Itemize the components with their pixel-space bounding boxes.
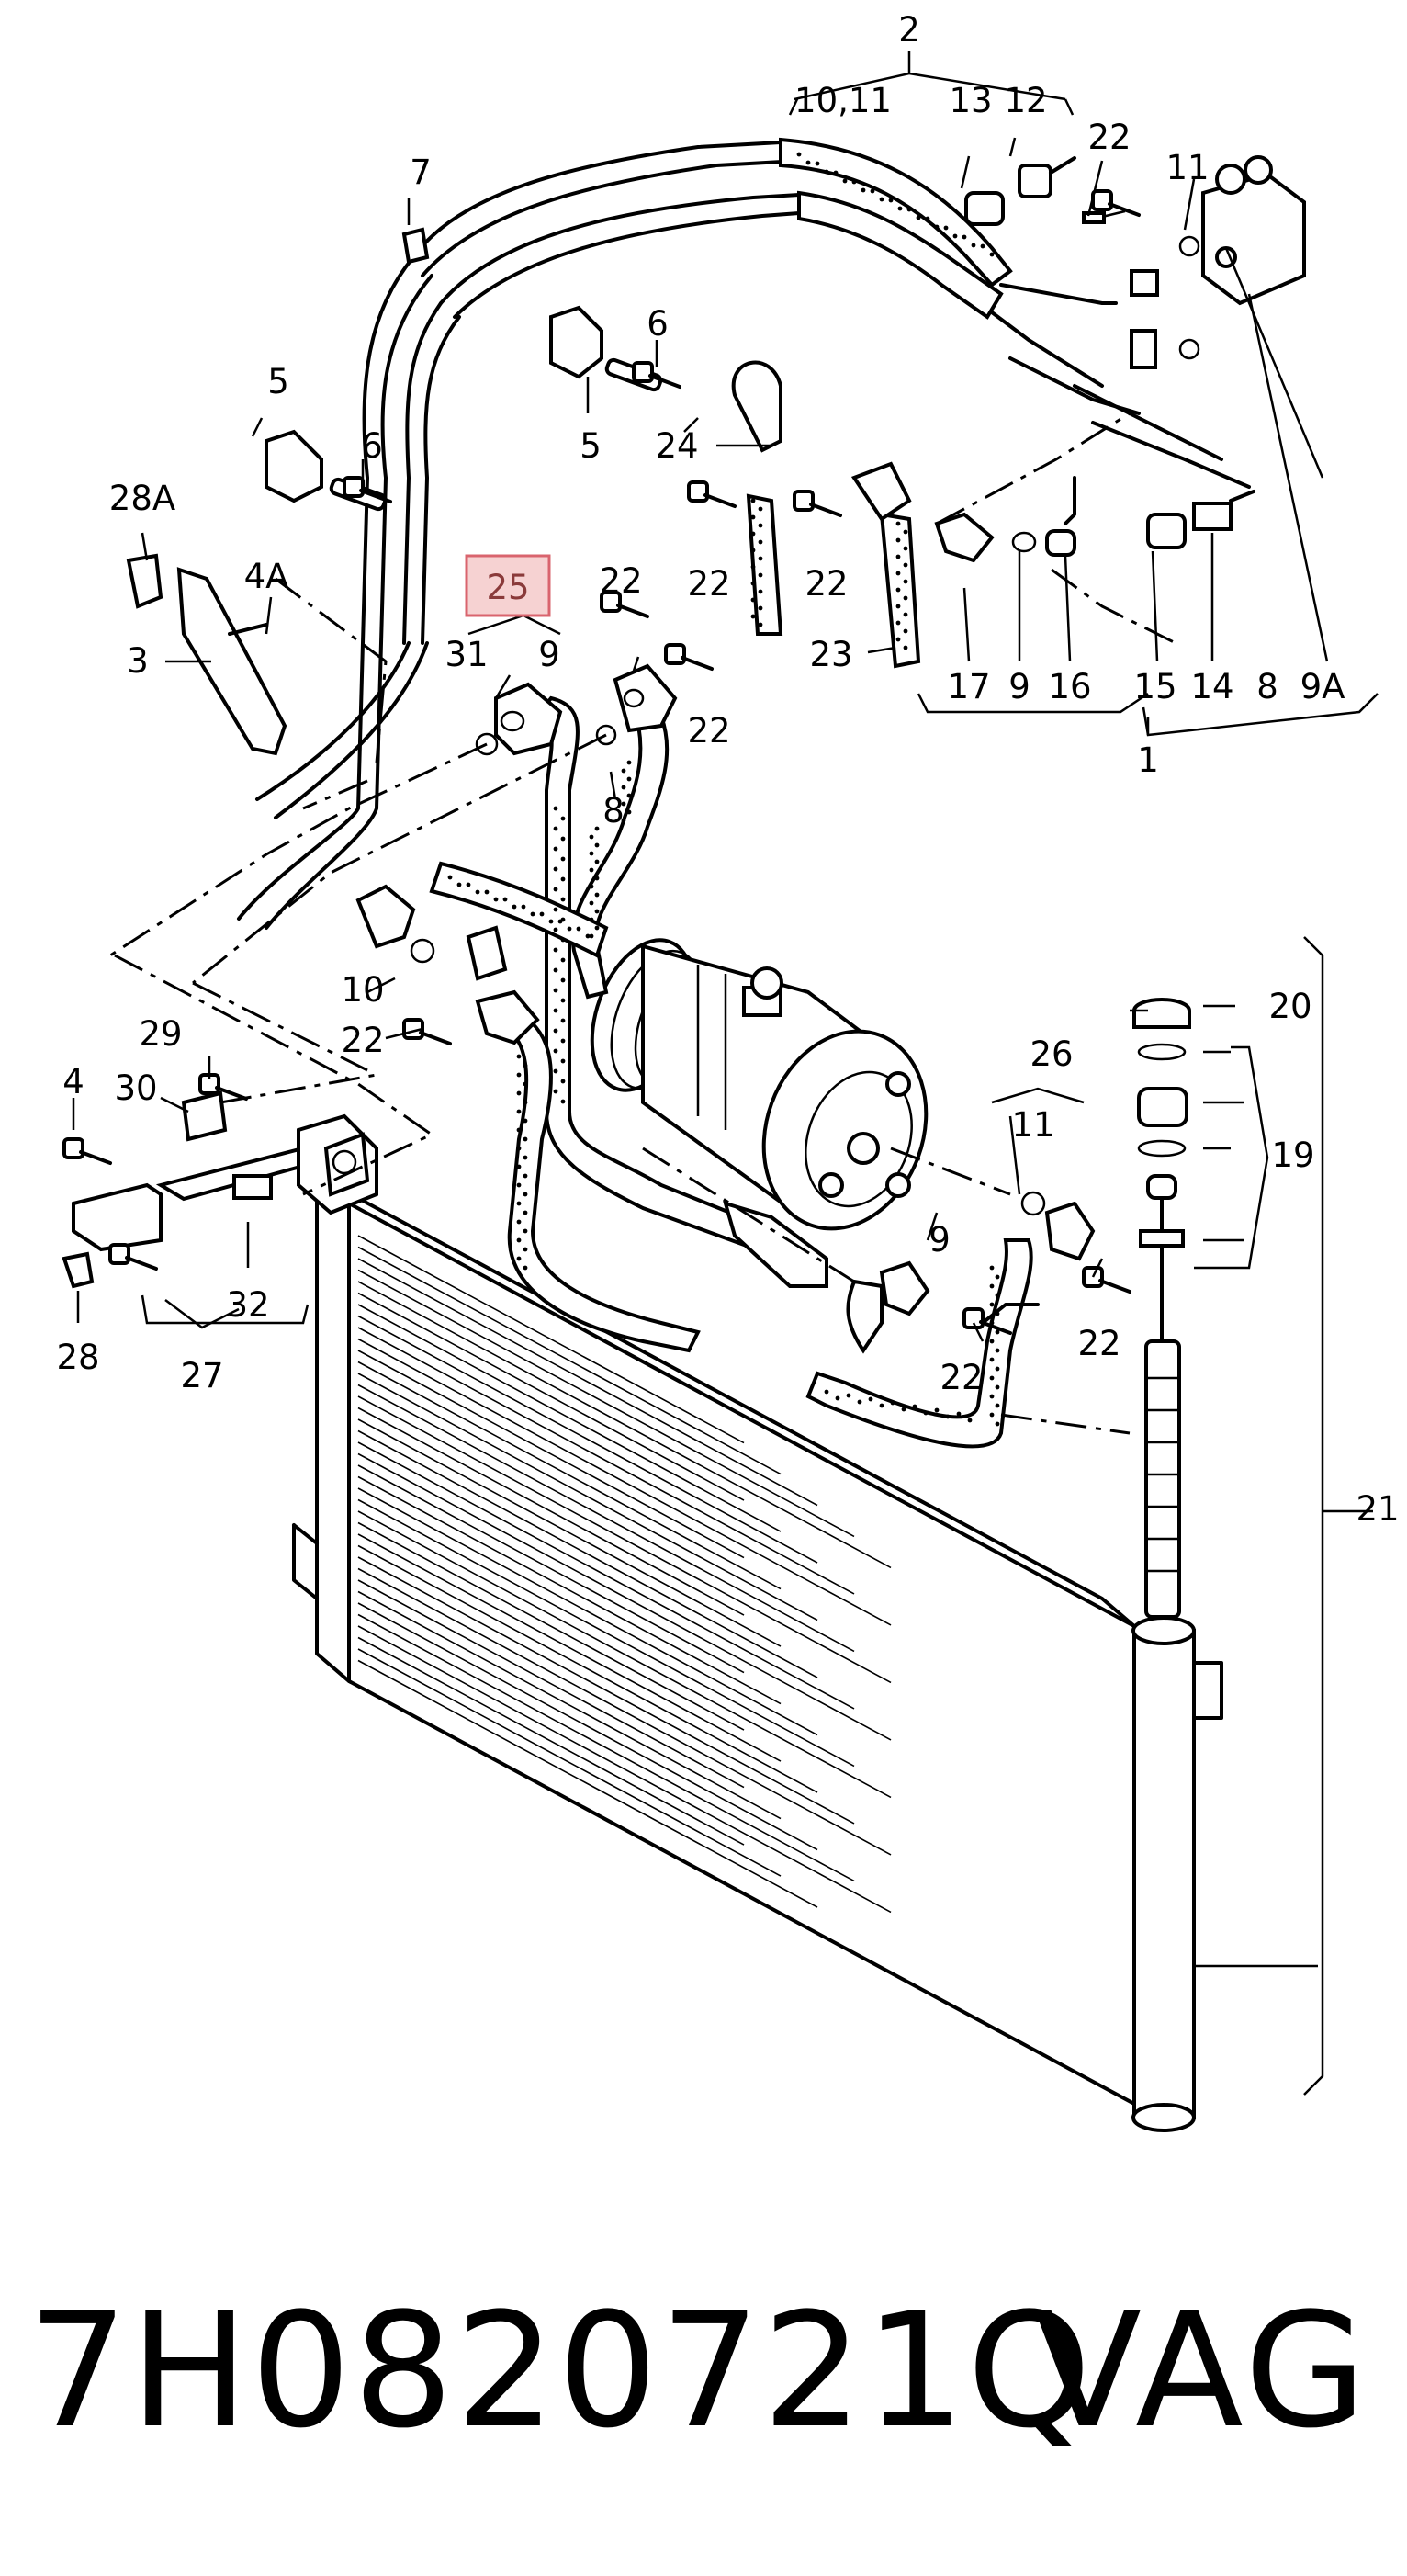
callout-26: 26 (1030, 1034, 1073, 1074)
highlight-box-25 (465, 554, 551, 617)
callout-14: 14 (1190, 667, 1233, 706)
brand-name: VAG (1033, 2278, 1370, 2463)
condenser (292, 1174, 1318, 2132)
bracket-27 (62, 1090, 378, 1289)
callout-13: 13 (949, 81, 992, 120)
callout-7: 7 (410, 153, 432, 192)
callout-8: 8 (602, 791, 625, 830)
callout-22-mid: 22 (687, 564, 730, 604)
expansion-valve-block (1130, 155, 1306, 369)
callout-22: 22 (1087, 118, 1131, 157)
callout-28: 28 (56, 1338, 99, 1377)
callout-28A: 28A (109, 479, 175, 518)
callout-23: 23 (809, 635, 852, 674)
callout-9-lower: 9 (929, 1220, 951, 1260)
callout-5-right: 5 (580, 426, 602, 466)
callout-11: 11 (1165, 148, 1209, 187)
bolts (62, 189, 1141, 1335)
callout-22-right: 22 (687, 711, 730, 751)
callout-5: 5 (267, 362, 289, 401)
callout-22-left: 22 (341, 1021, 384, 1060)
callout-4A: 4A (244, 557, 289, 596)
callout-30: 30 (114, 1068, 157, 1108)
upper-pipe-assembly (237, 137, 1251, 930)
label-leaders (72, 51, 1379, 1513)
hose-24-23 (731, 360, 921, 669)
callout-9-upper: 9 (1008, 667, 1030, 706)
part-number: 7H0820721Q (28, 2278, 1094, 2463)
callout-15: 15 (1133, 667, 1176, 706)
callout-22-hose: 22 (805, 564, 848, 604)
callout-8-upper: 8 (1256, 667, 1278, 706)
callout-32: 32 (226, 1285, 269, 1325)
main-hoses (429, 498, 1033, 1449)
bracket-3 (126, 553, 287, 756)
callout-20: 20 (1268, 987, 1311, 1026)
callout-22-upper: 22 (599, 561, 642, 601)
fittings-top (934, 156, 1255, 563)
callout-27: 27 (180, 1356, 223, 1395)
callout-16: 16 (1048, 667, 1091, 706)
callout-9: 9 (538, 635, 560, 674)
callout-24: 24 (655, 426, 698, 466)
callout-17: 17 (947, 667, 990, 706)
callout-labels: 2 10,11 13 12 22 11 7 6 5 5 6 24 28A 4A … (56, 10, 1399, 1529)
callout-19: 19 (1271, 1135, 1314, 1175)
callout-10: 10 (341, 970, 384, 1010)
callout-21: 21 (1356, 1489, 1399, 1529)
callout-9A: 9A (1300, 667, 1345, 706)
callout-11-lower: 11 (1011, 1105, 1054, 1145)
pipe-clamps (265, 227, 663, 512)
callout-10-11: 10,11 (794, 81, 892, 120)
callout-2: 2 (898, 10, 920, 50)
callout-31: 31 (445, 635, 488, 674)
lower-fittings (355, 884, 1096, 1354)
dashed-leaders (109, 412, 1176, 1435)
connection-25 (475, 663, 678, 756)
callout-1: 1 (1137, 740, 1159, 780)
callout-25-highlighted: 25 (486, 568, 529, 607)
callout-22-lower-right: 22 (1077, 1324, 1120, 1363)
drier-cartridge (1132, 936, 1324, 2096)
callout-22-lower: 22 (940, 1358, 983, 1397)
callout-4: 4 (62, 1062, 84, 1102)
callout-12: 12 (1004, 81, 1047, 120)
callout-3: 3 (127, 641, 149, 681)
compressor (590, 938, 929, 1231)
callout-6-left: 6 (361, 426, 383, 466)
callout-6: 6 (647, 304, 669, 344)
callout-29: 29 (139, 1014, 182, 1054)
